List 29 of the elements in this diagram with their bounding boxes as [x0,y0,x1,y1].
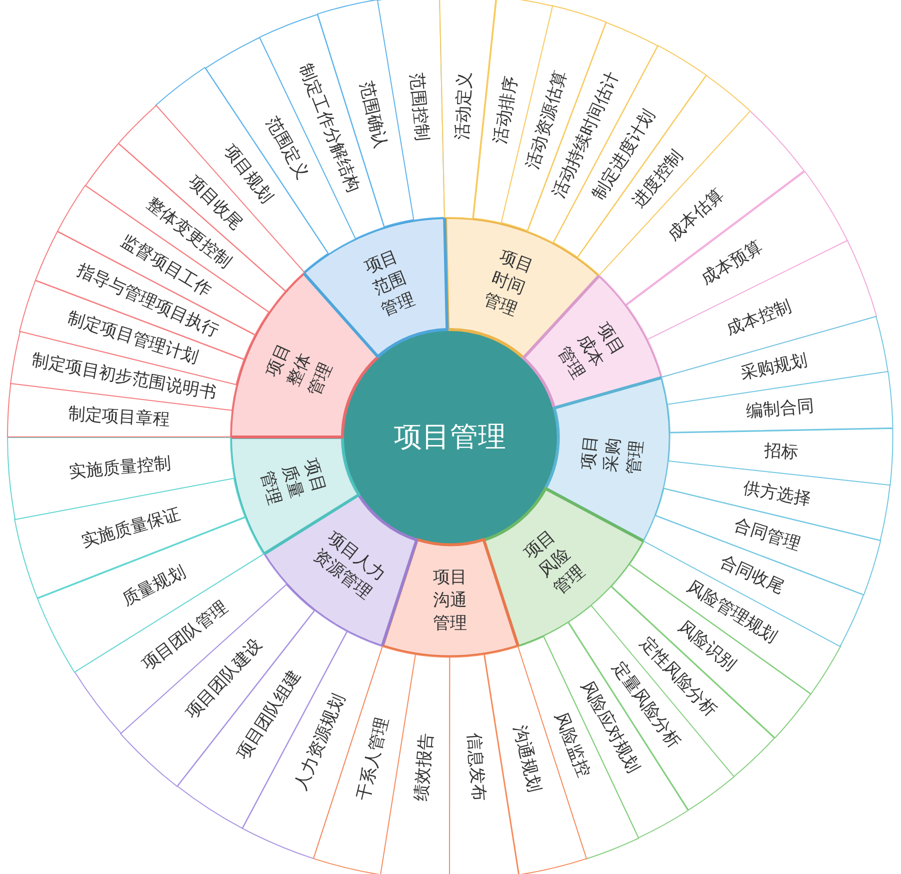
process-label: 采购规划 [738,350,810,384]
category-label: 项目范围管理 [362,246,418,323]
category-label: 项目整体管理 [262,340,338,400]
process-label: 风险监控 [550,710,594,781]
process-label: 供方选择 [741,478,812,510]
process-label: 制定项目章程 [68,404,171,430]
category-label: 项目成本管理 [552,318,628,384]
process-label: 干系人管理 [352,716,392,803]
process-label: 人力资源规划 [291,691,350,793]
process-label: 实施质量保证 [80,504,184,552]
category-label: 项目风险管理 [520,526,590,600]
process-label: 实施质量控制 [68,453,172,482]
process-label: 沟通规划 [509,724,544,795]
category-label: 项目质量管理 [255,456,330,508]
process-label: 招标 [764,440,799,462]
category-label: 项目时间管理 [480,245,536,322]
category-label: 项目采购管理 [576,434,648,476]
process-label: 成本控制 [724,296,795,340]
process-label: 绩效报告 [411,732,436,802]
process-label: 活动排序 [490,75,522,146]
category-label: 项目沟通管理 [432,566,467,636]
category-label: 项目人力资源管理 [308,527,390,606]
process-label: 信息发布 [463,732,488,802]
process-label: 范围确认 [356,79,391,150]
process-label: 质量规划 [118,562,189,610]
process-label: 活动定义 [452,71,476,140]
process-label: 范围控制 [406,72,432,142]
process-label: 编制合同 [746,396,816,422]
center-title: 项目管理 [394,420,506,454]
